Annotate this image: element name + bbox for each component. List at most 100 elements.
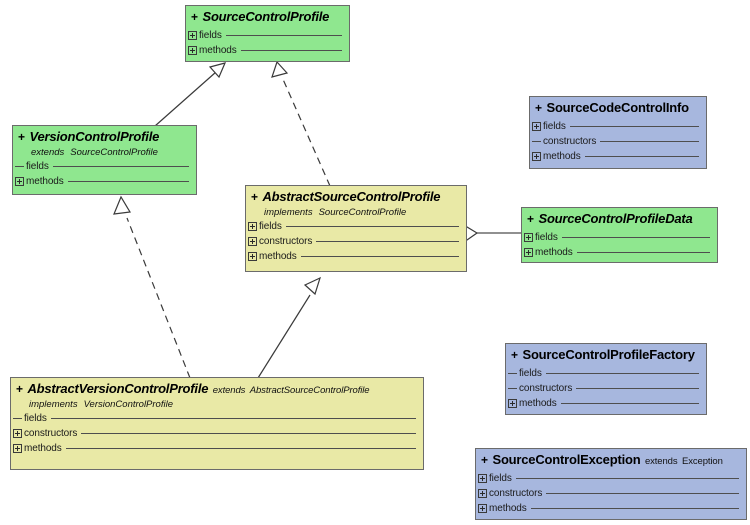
section-rule [285,226,459,228]
expand-icon[interactable] [478,488,487,498]
connector-realization-abstractversioncontrolprofile-versioncontrolprofile [113,195,191,379]
visibility-marker: + [511,348,519,362]
section-fields[interactable]: fields [11,411,423,426]
section-label: fields [535,231,558,243]
class-box-source-control-profile[interactable]: + SourceControlProfile fields methods [185,5,350,62]
inline-relation-keyword: extends [644,456,678,467]
class-header: + VersionControlProfile [13,126,196,148]
section-rule [515,477,739,479]
expand-icon[interactable] [15,177,24,187]
section-methods[interactable]: methods [522,245,717,260]
class-header: + SourceControlProfile [186,6,349,28]
section-rule [576,387,699,389]
section-methods[interactable]: methods [186,43,349,58]
visibility-marker: + [527,212,535,226]
relation-keyword: extends [31,146,65,158]
class-box-abstract-source-control-profile[interactable]: + AbstractSourceControlProfile implement… [245,185,467,272]
collapsed-icon[interactable] [508,384,517,393]
section-rule [545,372,699,374]
expand-icon[interactable] [478,473,487,483]
visibility-marker: + [481,453,489,467]
connector-aggregation-abstractsourcecontrolprofile-sourcecontrolprofiledata [456,226,521,241]
section-rule [546,492,739,494]
section-methods[interactable]: methods [506,396,706,411]
inline-relation-target: AbstractSourceControlProfile [249,385,370,396]
section-fields[interactable]: fields [506,366,706,381]
expand-icon[interactable] [532,151,541,161]
visibility-marker: + [16,382,24,396]
connector-generalization-versioncontrolprofile-sourcecontrolprofile [154,62,227,127]
collapsed-icon[interactable] [15,162,24,171]
relation-target: VersionControlProfile [83,398,173,410]
expand-icon[interactable] [248,222,257,232]
expand-icon[interactable] [248,252,257,262]
expand-icon[interactable] [248,237,257,247]
class-header: + AbstractSourceControlProfile [246,186,466,208]
section-label: fields [259,221,282,233]
section-rule [67,181,189,183]
expand-icon[interactable] [13,444,22,454]
section-methods[interactable]: methods [530,149,706,164]
inline-relation-keyword: extends [212,385,246,396]
section-fields[interactable]: fields [476,471,746,486]
class-box-source-control-exception[interactable]: + SourceControlException extends Excepti… [475,448,747,520]
section-rule [576,251,710,253]
section-constructors[interactable]: constructors [11,426,423,441]
section-label: fields [199,29,222,41]
class-box-source-control-profile-factory[interactable]: + SourceControlProfileFactory fields con… [505,343,707,415]
expand-icon[interactable] [524,232,533,242]
section-rule [600,140,699,142]
expand-icon[interactable] [188,30,197,40]
collapsed-icon[interactable] [13,414,22,423]
visibility-marker: + [251,190,259,204]
section-rule [65,448,416,450]
section-rule [316,241,459,243]
connector-realization-abstractsourcecontrolprofile-sourcecontrolprofile [271,60,331,187]
collapsed-icon[interactable] [532,137,541,146]
expand-icon[interactable] [13,429,22,439]
class-name: VersionControlProfile [29,129,160,144]
section-constructors[interactable]: constructors [476,486,746,501]
class-box-abstract-version-control-profile[interactable]: + AbstractVersionControlProfile extends … [10,377,424,470]
expand-icon[interactable] [524,247,533,257]
section-label: methods [535,246,573,258]
section-label: constructors [24,428,78,440]
section-constructors[interactable]: constructors [530,134,706,149]
collapsed-icon[interactable] [508,369,517,378]
section-fields[interactable]: fields [522,230,717,245]
expand-icon[interactable] [478,503,487,513]
section-rule [530,507,739,509]
section-methods[interactable]: methods [13,174,196,189]
relation-keyword: implements [29,398,78,410]
relation-target: SourceControlProfile [318,206,407,218]
section-label: methods [519,397,557,409]
visibility-marker: + [18,130,26,144]
visibility-marker: + [191,10,199,24]
relation-target: SourceControlProfile [70,146,158,158]
section-fields[interactable]: fields [530,119,706,134]
section-label: methods [543,150,581,162]
section-constructors[interactable]: constructors [246,234,466,249]
section-label: constructors [259,236,313,248]
section-fields[interactable]: fields [186,28,349,43]
relation-keyword: implements [264,206,313,218]
section-label: methods [259,251,297,263]
section-methods[interactable]: methods [476,501,746,516]
section-fields[interactable]: fields [13,159,196,174]
expand-icon[interactable] [508,398,517,408]
expand-icon[interactable] [532,121,541,131]
class-header: + SourceCodeControlInfo [530,97,706,119]
expand-icon[interactable] [188,45,197,55]
section-fields[interactable]: fields [246,219,466,234]
visibility-marker: + [535,101,543,115]
class-box-source-code-control-info[interactable]: + SourceCodeControlInfo fields construct… [529,96,707,169]
class-name: SourceCodeControlInfo [546,100,689,115]
section-constructors[interactable]: constructors [506,381,706,396]
class-box-source-control-profile-data[interactable]: + SourceControlProfileData fields method… [521,207,718,263]
section-methods[interactable]: methods [246,249,466,264]
section-label: fields [489,472,512,484]
class-box-version-control-profile[interactable]: + VersionControlProfile extends SourceCon… [12,125,197,195]
class-header: + SourceControlProfileFactory [506,344,706,366]
section-methods[interactable]: methods [11,441,423,456]
